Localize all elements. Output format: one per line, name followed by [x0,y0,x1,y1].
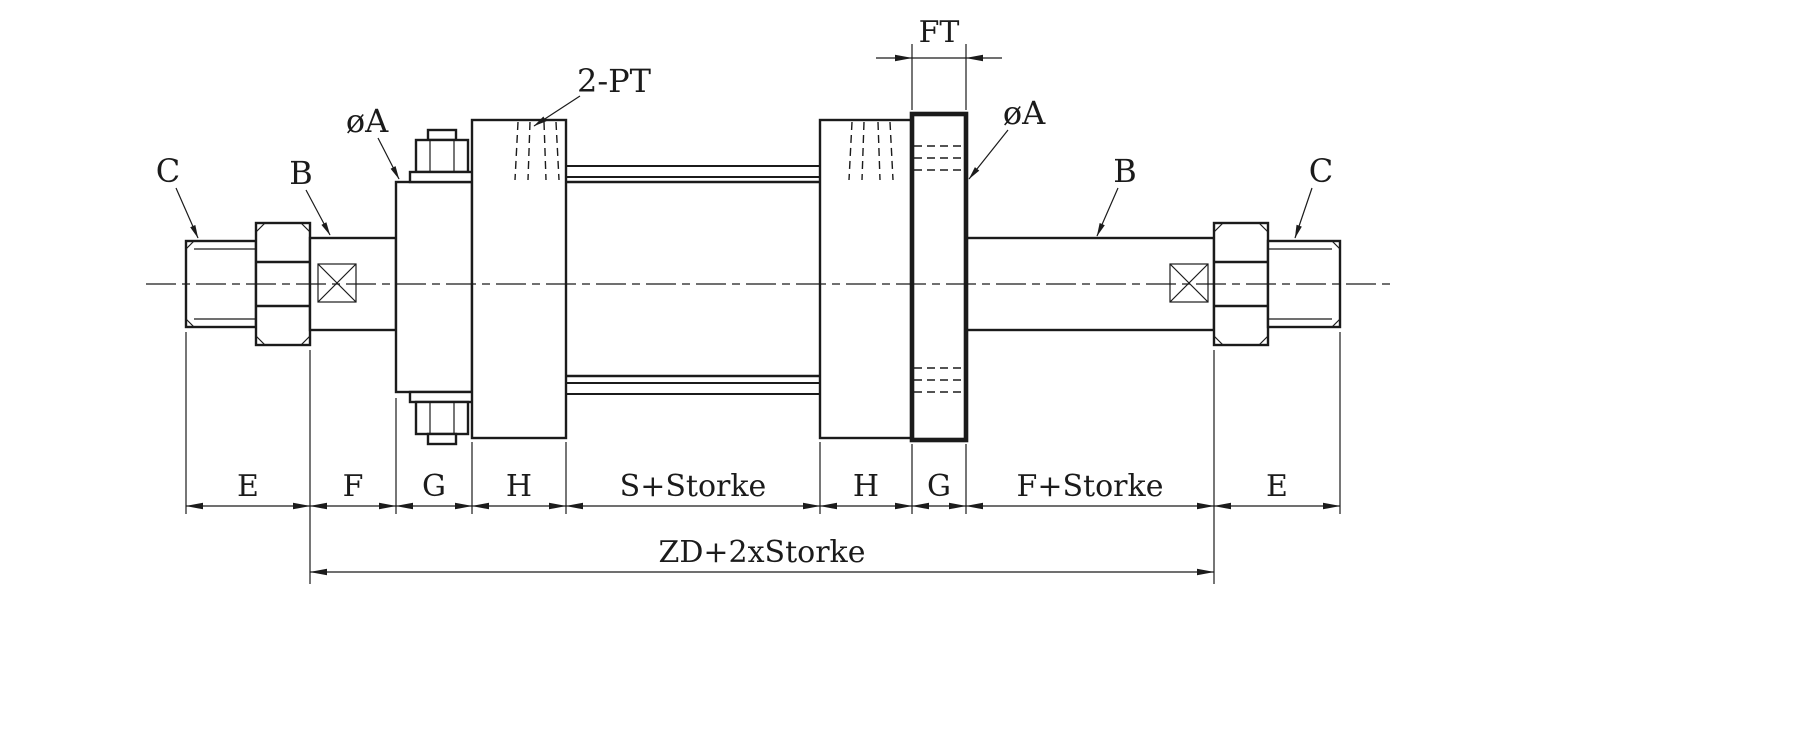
leader-dia-a-left [377,137,400,180]
head-cap-right [818,118,914,440]
tie-rod-nut-bottom-left [408,390,476,446]
tie-rod-bottom [566,382,820,395]
rod-wrench-flat-right [1169,263,1209,303]
cylinder-tube [566,180,820,378]
dim-label-f-stroke: F+Storke [1017,469,1164,504]
callout-dia-a-right: øA [1003,94,1046,132]
dim-label-s-stroke: S+Storke [620,469,767,504]
dim-label-e-right: E [1266,469,1288,504]
leader-ports [533,95,581,127]
dim-label-overall: ZD+2xStorke [659,535,866,570]
callout-b-left: B [289,154,313,192]
leader-b-right [1096,187,1119,237]
leader-b-left [305,189,331,236]
callout-c-left: C [156,152,180,190]
leader-c-left [175,187,199,239]
dimension-chain: E F G H S+Storke H G F+Storke E [185,469,1341,510]
dim-label-h-right: H [853,469,879,504]
extension-lines [185,44,1341,584]
dim-label-e-left: E [237,469,259,504]
callout-ports: 2-PT [577,62,652,100]
port-right [848,121,894,181]
dim-label-h-left: H [506,469,532,504]
callout-c-right: C [1309,152,1333,190]
dimension-ft: FT [876,15,1002,62]
mounting-flange [909,111,969,443]
port-left [514,121,560,181]
callout-leaders [175,95,1313,239]
dim-label-f-left: F [343,469,364,504]
tie-rod-top [566,165,820,178]
dim-label-g-right: G [927,469,951,504]
leader-c-right [1294,187,1313,239]
head-cap-left [470,118,568,440]
dim-label-ft: FT [919,15,960,50]
dimension-overall: ZD+2xStorke [309,535,1215,576]
callout-dia-a-left: øA [346,102,389,140]
tie-rod-nut-top-left [408,128,476,184]
callout-b-right: B [1113,152,1137,190]
cap-flange-left [394,180,474,394]
rod-wrench-flat-left [317,263,357,303]
leader-dia-a-right [968,129,1009,180]
dim-label-g-left: G [422,469,446,504]
